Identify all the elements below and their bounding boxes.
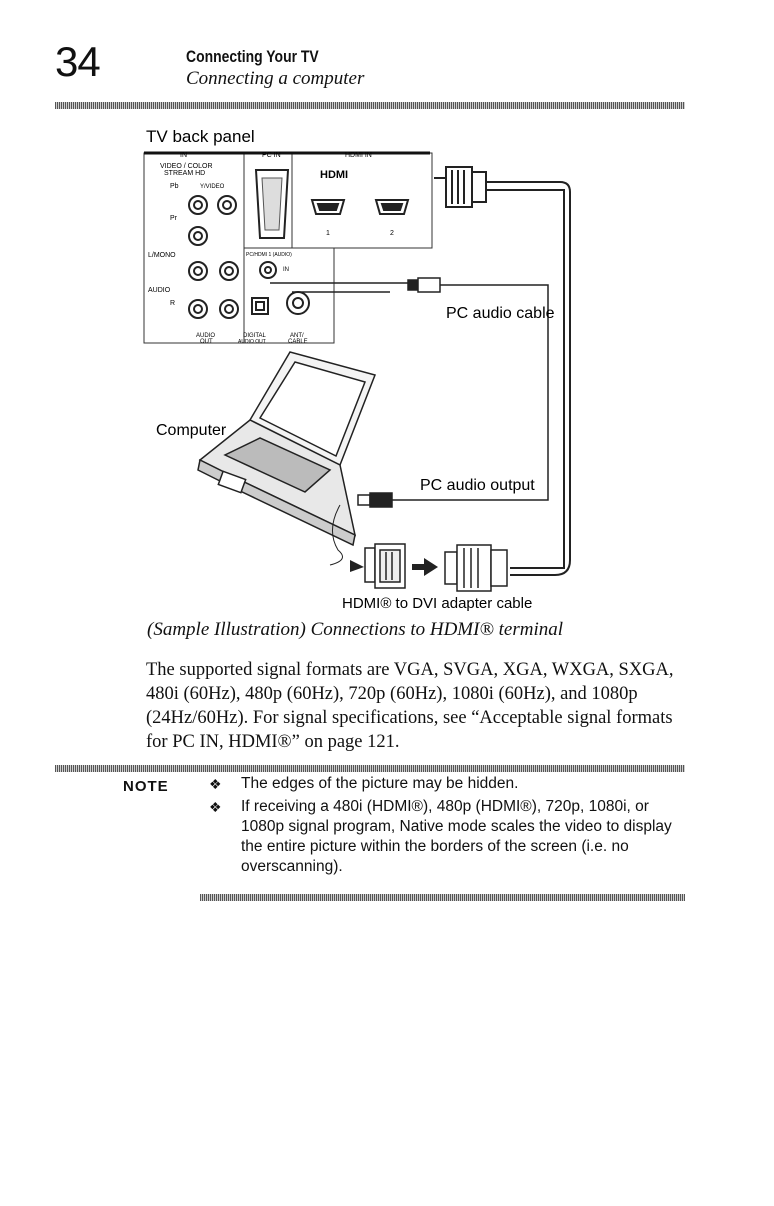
note-item-text: The edges of the picture may be hidden. [241, 775, 519, 792]
signal-formats-paragraph: The supported signal formats are VGA, SV… [146, 660, 674, 752]
audio-label: AUDIO [148, 287, 171, 294]
connection-diagram: TV back panel IN PC IN HDMI IN VIDEO / C… [143, 127, 571, 612]
arrow-adapter-to-cable [412, 558, 438, 576]
pc-audio-cable-label: PC audio cable [446, 305, 555, 322]
component-jacks [188, 195, 310, 319]
panel-group-pc-in: PC IN [262, 152, 281, 159]
figure-caption: (Sample Illustration) Connections to HDM… [147, 619, 564, 640]
adapter-cable-label: HDMI® to DVI adapter cable [342, 595, 532, 612]
l-mono-label: L/MONO [148, 252, 176, 259]
pb-label: Pb [170, 183, 179, 190]
hdmi-dvi-adapter [364, 543, 406, 589]
r-label: R [170, 300, 175, 307]
laptop [197, 351, 377, 547]
pc-audio-in-label: PC/HDMI 1 (AUDIO) [246, 252, 292, 258]
vga-port [254, 169, 290, 239]
video-color-label: VIDEO / COLOR [160, 163, 213, 170]
dvi-leader-line [329, 504, 343, 566]
diamond-bullet-icon: ❖ [209, 799, 222, 815]
tv-back-panel-label: TV back panel [146, 127, 255, 146]
hdmi-port-2: 2 [390, 230, 394, 237]
panel-group-hdmi-in: HDMI IN [345, 152, 372, 159]
video-y-label: Y/VIDEO [200, 184, 225, 190]
pc-audio-cable [270, 277, 549, 501]
pr-label: Pr [170, 215, 178, 222]
note-top-divider [55, 765, 685, 772]
note-item: ❖ If receiving a 480i (HDMI®), 480p (HDM… [205, 797, 685, 877]
hdmi-cable-end-connector [444, 544, 508, 592]
page-number: 34 [55, 38, 101, 85]
digital-label: DIGITAL [243, 333, 267, 339]
panel-group-in: IN [180, 152, 187, 159]
note-item: ❖ The edges of the picture may be hidden… [205, 774, 685, 794]
stream-hd-label: STREAM HD [164, 170, 205, 177]
pc-audio-output-label: PC audio output [420, 477, 535, 494]
hdmi-cable [434, 166, 571, 576]
out-label: OUT [200, 339, 213, 345]
note-item-text: If receiving a 480i (HDMI®), 480p (HDMI®… [241, 798, 672, 875]
cable-label: CABLE [288, 339, 308, 345]
audio-out-label: AUDIO [196, 333, 215, 339]
note-label: NOTE [123, 778, 169, 795]
hdmi-port-1: 1 [326, 230, 330, 237]
digital-audio-out-label: AUDIO OUT [238, 339, 266, 345]
pc-audio-output-plug [357, 492, 393, 508]
section-title: Connecting a computer [186, 68, 365, 89]
note-bottom-divider [200, 894, 685, 901]
computer-label: Computer [156, 422, 227, 439]
chapter-title: Connecting Your TV [186, 47, 319, 66]
ant-label: ANT/ [290, 333, 304, 339]
diamond-bullet-icon: ❖ [209, 776, 222, 792]
tv-back-panel: IN PC IN HDMI IN VIDEO / COLOR STREAM HD… [143, 151, 433, 345]
hdmi-logo: HDMI [320, 169, 348, 181]
arrow-to-adapter [350, 560, 364, 572]
header-divider [55, 102, 685, 109]
in-label: IN [283, 267, 289, 273]
hdmi-ports [310, 199, 410, 215]
note-list: ❖ The edges of the picture may be hidden… [205, 774, 685, 880]
